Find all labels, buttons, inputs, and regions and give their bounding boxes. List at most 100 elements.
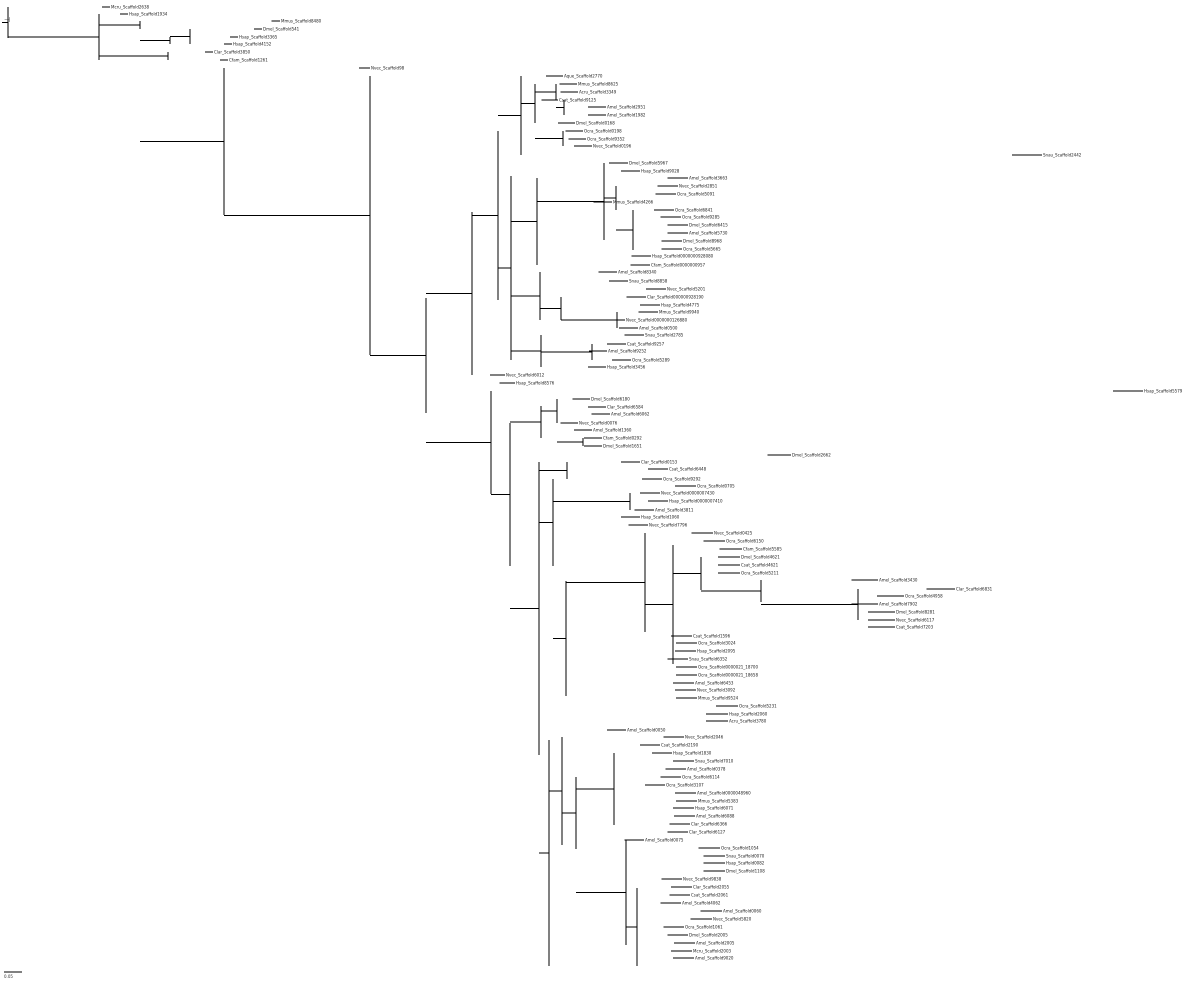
leaf-label: Csat_Scaffold2061 <box>691 892 729 897</box>
leaf-label: Nvec_Scaffold6012 <box>506 372 545 377</box>
leaf-label: Amel_Scaffold1360 <box>593 427 632 432</box>
leaf-label: Acru_Scaffold3349 <box>579 89 617 94</box>
leaf-label: Dmel_Scaffold4621 <box>741 554 780 559</box>
leaf-label: Ocra_Scaffold9285 <box>682 214 720 219</box>
leaf-label: Hsap_Scaffold9028 <box>641 168 680 173</box>
leaf-label: Ocra_Scaffold9352 <box>587 136 625 141</box>
leaf-label: Ocra_Scaffold0000021_18658 <box>698 672 758 677</box>
leaf-label: Csat_Scaffold9257 <box>627 341 665 346</box>
leaf-label: Hsap_Scaffold0082 <box>726 860 765 865</box>
leaf-label: Ocra_Scaffold1054 <box>721 845 759 850</box>
leaf-label: Ocra_Scaffold3024 <box>698 640 736 645</box>
leaf-label: Amel_Scaffold4062 <box>682 900 721 905</box>
leaf-label: Clar_Scaffold2055 <box>693 884 730 889</box>
leaf-label: Amel_Scaffold7902 <box>879 601 918 606</box>
leaf-label: Ocra_Scaffold5665 <box>683 246 721 251</box>
leaf-label: Mcru_Scaffold2638 <box>111 4 150 9</box>
root-marker: ⊣ <box>4 16 10 24</box>
leaf-label: Ocra_Scaffold3107 <box>666 782 704 787</box>
leaf-label: Amel_Scaffold6088 <box>696 813 735 818</box>
leaf-label: Nvec_Scaffold0000007430 <box>661 490 715 495</box>
leaf-label: Hsap_Scaffold3365 <box>239 34 278 39</box>
leaf-label: Clar_Scaffold6584 <box>607 404 644 409</box>
leaf-label: Clar_Scaffold3850 <box>214 49 251 54</box>
leaf-label: Hsap_Scaffold0000007410 <box>669 498 723 503</box>
leaf-label: Mmus_Scaffold9940 <box>659 309 700 314</box>
leaf-label: Snau_Scaffold2442 <box>1043 152 1082 157</box>
leaf-label: Acru_Scaffold3780 <box>729 718 767 723</box>
leaf-label: Dmel_Scaffold5967 <box>629 160 668 165</box>
leaf-label: Nvec_Scaffold0076 <box>579 420 618 425</box>
leaf-label: Hsap_Scaffold2060 <box>729 711 768 716</box>
leaf-label: Ocra_Scaffold0198 <box>584 128 622 133</box>
leaf-label: Amel_Scaffold6062 <box>611 411 650 416</box>
leaf-label: Amel_Scaffold2951 <box>607 104 646 109</box>
leaf-label: Snau_Scaffold2785 <box>645 332 684 337</box>
leaf-label: Csat_Scaffold9125 <box>559 97 597 102</box>
leaf-label: Dmel_Scaffold8281 <box>896 609 935 614</box>
leaf-label: Hsap_Scaffold6071 <box>695 805 734 810</box>
leaf-label: Ocra_Scaffold6114 <box>682 774 720 779</box>
leaf-label: Cfam_Scaffold5585 <box>743 546 782 551</box>
leaf-label: Cfam_Scaffold0000000957 <box>651 262 705 267</box>
scale-bar-label: 0.05 <box>4 974 13 979</box>
leaf-label: Amel_Scaffold9020 <box>695 955 734 960</box>
leaf-label: Nvec_Scaffold0425 <box>714 530 753 535</box>
leaf-label: Nvec_Scaffold2851 <box>679 183 718 188</box>
leaf-label: Nvec_Scaffold3092 <box>697 687 736 692</box>
leaf-label: Ocra_Scaffold4958 <box>905 593 943 598</box>
leaf-label: Nvec_Scaffold7796 <box>649 522 688 527</box>
tree-branches <box>2 6 1143 966</box>
leaf-label: Amel_Scaffold1982 <box>607 112 646 117</box>
leaf-label: Clar_Scaffold6831 <box>956 586 993 591</box>
leaf-label: Snau_Scaffold6352 <box>689 656 728 661</box>
leaf-label: Ocra_Scaffold5289 <box>632 357 670 362</box>
leaf-label: Ocra_Scaffold1061 <box>685 924 723 929</box>
leaf-label: Dmel_Scaffold541 <box>263 26 300 31</box>
leaf-label: Ocra_Scaffold9292 <box>663 476 701 481</box>
leaf-label: Cfam_Scaffold1261 <box>229 57 268 62</box>
leaf-label: Hsap_Scaffold4152 <box>233 41 272 46</box>
leaf-label: Amel_Scaffold3430 <box>879 577 918 582</box>
leaf-label: Amel_Scaffold0378 <box>687 766 726 771</box>
leaf-label: Mcru_Scaffold2003 <box>693 948 732 953</box>
leaf-label: Snau_Scaffold0070 <box>726 853 765 858</box>
leaf-label: Snau_Scaffold7010 <box>695 758 734 763</box>
leaf-label: Amel_Scaffold0075 <box>645 837 684 842</box>
leaf-label: Hsap_Scaffold8576 <box>516 380 555 385</box>
tree-labels: Mcru_Scaffold2638Hsap_Scaffold1934Mmus_S… <box>111 4 1183 960</box>
leaf-label: Ocra_Scaffold5231 <box>739 703 777 708</box>
leaf-label: Mmus_Scaffold4266 <box>613 199 654 204</box>
leaf-label: Dmel_Scaffold1108 <box>726 868 765 873</box>
leaf-label: Hsap_Scaffold1830 <box>673 750 712 755</box>
leaf-label: Nvec_Scaffold5201 <box>667 286 706 291</box>
leaf-label: Ocra_Scaffold0000021_18700 <box>698 664 758 669</box>
leaf-label: Csat_Scaffold4621 <box>741 562 779 567</box>
leaf-label: Clar_Scaffold000000928190 <box>647 294 704 299</box>
leaf-label: Dmel_Scaffold2005 <box>689 932 728 937</box>
leaf-label: Hsap_Scaffold2095 <box>697 648 736 653</box>
leaf-label: Ocra_Scaffold5211 <box>741 570 779 575</box>
leaf-label: Csat_Scaffold6448 <box>669 466 707 471</box>
leaf-label: Dmel_Scaffold2662 <box>792 452 831 457</box>
leaf-label: Dmel_Scaffold6415 <box>689 222 728 227</box>
leaf-label: Hsap_Scaffold5579 <box>1144 388 1183 393</box>
leaf-label: Amel_Scaffold8340 <box>618 269 657 274</box>
leaf-label: Mmus_Scaffold9524 <box>698 695 739 700</box>
leaf-label: Hsap_Scaffold3456 <box>607 364 646 369</box>
leaf-label: Dmel_Scaffold8968 <box>683 238 722 243</box>
leaf-label: Amel_Scaffold3663 <box>689 175 728 180</box>
leaf-label: Amel_Scaffold5730 <box>689 230 728 235</box>
leaf-label: Hsap_Scaffold0000000928080 <box>652 253 714 258</box>
leaf-label: Ocra_Scaffold6841 <box>675 207 713 212</box>
leaf-label: Hsap_Scaffold1060 <box>641 514 680 519</box>
leaf-label: Csat_Scaffold1596 <box>693 633 731 638</box>
leaf-label: Amel_Scaffold0500 <box>639 325 678 330</box>
leaf-label: Amel_Scaffold0060 <box>723 908 762 913</box>
leaf-label: Ocra_Scaffold0705 <box>697 483 735 488</box>
leaf-label: Amel_Scaffold3811 <box>655 507 694 512</box>
leaf-label: Amel_Scaffold6453 <box>695 680 734 685</box>
leaf-label: Clar_Scaffold6127 <box>689 829 726 834</box>
leaf-label: Dmel_Scaffold1651 <box>603 443 642 448</box>
leaf-label: Amel_Scaffold0000048960 <box>697 790 751 795</box>
